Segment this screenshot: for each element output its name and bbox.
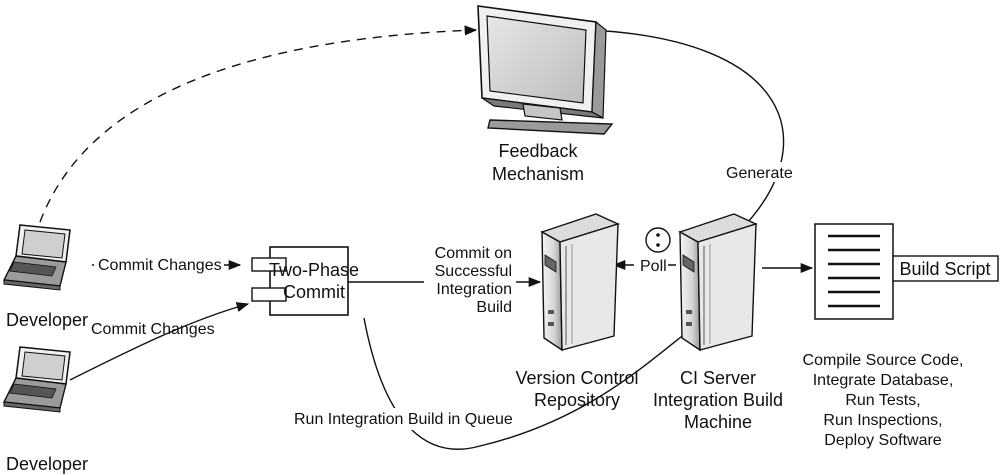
- two-phase-label-line2: Commit: [283, 282, 345, 302]
- ci-server-label-line2: Integration Build: [653, 390, 783, 410]
- build-step: Run Inspections,: [823, 412, 942, 429]
- build-step: Deploy Software: [824, 432, 941, 449]
- commit-on-success-line1: Commit on: [435, 245, 512, 262]
- monitor-icon: [477, 5, 614, 135]
- ci-server-label-line1: CI Server: [680, 368, 756, 388]
- run-integration-build-label: Run Integration Build in Queue: [294, 411, 513, 428]
- commit-changes-bottom-label: Commit Changes: [91, 321, 215, 338]
- build-step: Integrate Database,: [813, 372, 954, 389]
- version-control-label-line2: Repository: [534, 390, 620, 410]
- generate-label: Generate: [726, 165, 793, 182]
- laptop-icon: [2, 346, 71, 413]
- developer-bottom-label: Developer: [6, 454, 88, 474]
- version-control-label-line1: Version Control: [515, 368, 638, 388]
- commit-on-success-line3: Integration: [436, 281, 512, 298]
- ci-server-label-line3: Machine: [684, 412, 752, 432]
- laptop-icon: [2, 224, 71, 291]
- developer-top-label: Developer: [6, 310, 88, 330]
- build-script-label-box: [892, 255, 999, 282]
- generate-edge: [588, 25, 785, 223]
- two-phase-label-line1: Two-Phase: [269, 260, 359, 280]
- feedback-label-line2: Mechanism: [492, 164, 584, 184]
- build-step: Run Tests,: [845, 392, 920, 409]
- commit-on-success-line4: Build: [476, 299, 512, 316]
- feedback-label-line1: Feedback: [498, 141, 578, 161]
- commit-changes-bottom-edge: [69, 302, 250, 381]
- run-integration-build-edge: [363, 317, 702, 450]
- commit-changes-top-label: Commit Changes: [98, 257, 222, 274]
- clock-icon: [645, 227, 671, 253]
- component-icon: [251, 246, 349, 316]
- build-script-label: Build Script: [899, 259, 990, 279]
- server-icon: [678, 213, 758, 352]
- commit-on-success-line2: Successful: [435, 263, 512, 280]
- poll-label: Poll: [640, 258, 667, 275]
- build-step: Compile Source Code,: [803, 352, 964, 369]
- document-icon: [814, 223, 894, 320]
- server-icon: [540, 213, 620, 352]
- developer-to-feedback-edge: [39, 25, 478, 223]
